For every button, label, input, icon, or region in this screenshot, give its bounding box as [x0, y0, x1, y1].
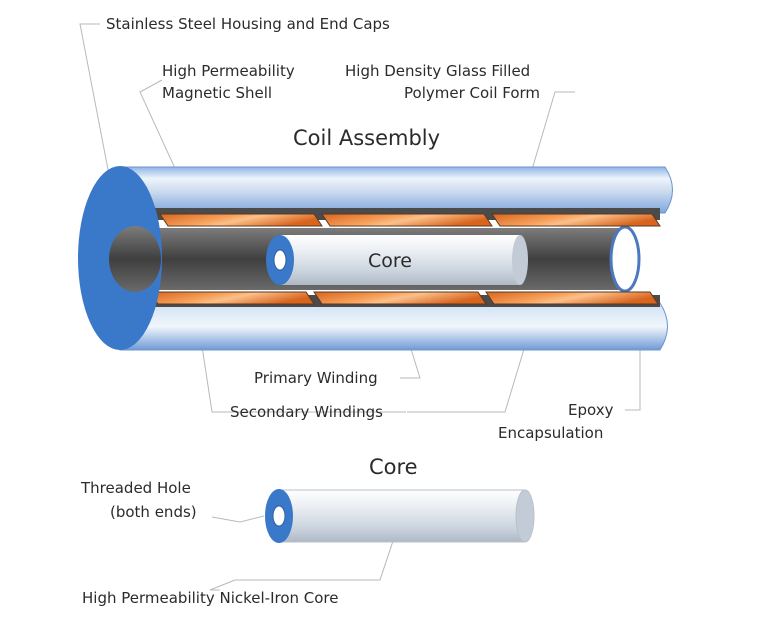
label-epoxy-line1: Epoxy: [568, 401, 614, 419]
assembly-core-body: [280, 235, 520, 285]
housing-top-wall: [119, 166, 673, 214]
bore-end: [609, 225, 641, 293]
label-form-line2: Polymer Coil Form: [404, 84, 541, 102]
assembly-core-label: Core: [368, 250, 412, 272]
housing-bottom-wall: [119, 302, 668, 351]
label-threaded-line1: Threaded Hole: [81, 479, 191, 497]
label-epoxy-line2: Encapsulation: [498, 424, 604, 442]
core-body: [279, 489, 526, 543]
assembly-core-hole: [273, 249, 287, 271]
label-form-line1: High Density Glass Filled: [345, 62, 531, 80]
label-nickel-core: High Permeability Nickel-Iron Core: [82, 589, 339, 607]
windings-bottom: [149, 291, 659, 305]
end-cap-bore: [109, 226, 161, 292]
core-far-end: [515, 489, 535, 543]
label-primary: Primary Winding: [254, 369, 378, 387]
label-housing: Stainless Steel Housing and End Caps: [106, 15, 390, 33]
label-threaded-line2: (both ends): [110, 503, 197, 521]
assembly-core-far-end: [512, 235, 528, 285]
label-secondary: Secondary Windings: [230, 403, 383, 421]
windings-top: [159, 213, 661, 227]
core-title: Core: [369, 455, 418, 479]
label-shell-line1: High Permeability: [162, 62, 295, 80]
page-title: Coil Assembly: [293, 126, 441, 150]
label-shell-line2: Magnetic Shell: [162, 84, 273, 102]
threaded-hole: [272, 505, 286, 527]
